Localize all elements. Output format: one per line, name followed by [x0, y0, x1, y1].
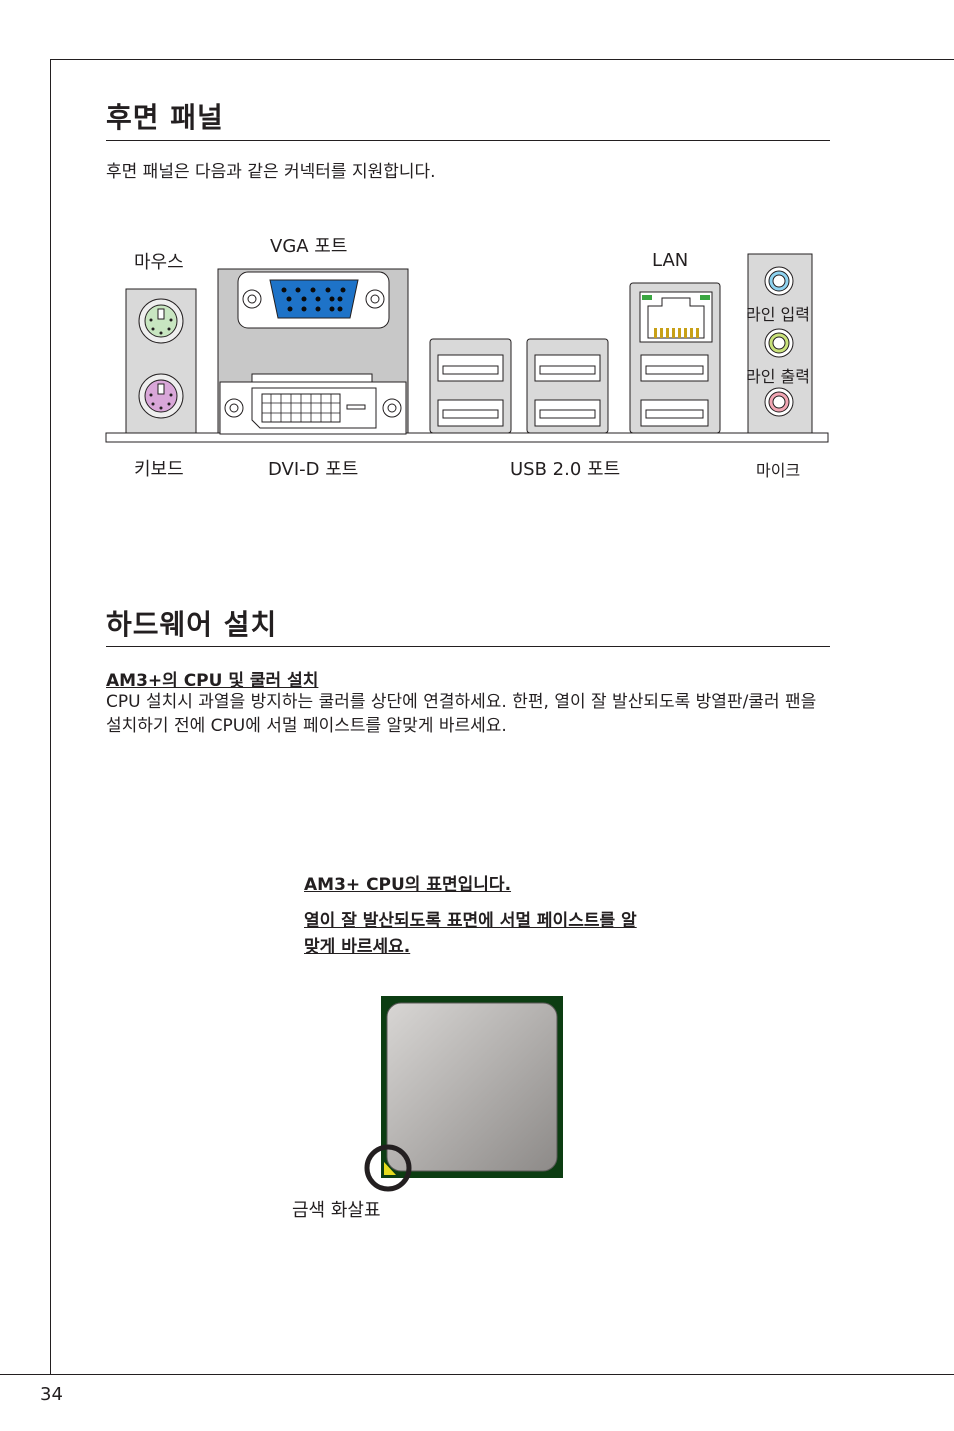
rear-panel-rule: [106, 140, 830, 141]
line-in-jack-icon: [764, 266, 794, 296]
hardware-rule: [106, 646, 830, 647]
dvi-port-icon: [219, 373, 407, 435]
usb-block-2: [526, 338, 609, 434]
label-keyboard: 키보드: [134, 459, 184, 480]
keyboard-port-icon: [138, 373, 184, 419]
mic-jack-icon: [764, 387, 794, 417]
hardware-title: 하드웨어 설치: [106, 608, 278, 641]
line-out-jack-icon: [764, 328, 794, 358]
label-vga: VGA 포트: [270, 236, 348, 257]
page-frame-bottom: [0, 1374, 954, 1375]
rear-panel-intro: 후면 패널은 다음과 같은 커넥터를 지원합니다.: [106, 162, 436, 182]
label-mic: 마이크: [756, 461, 801, 480]
label-dvi: DVI-D 포트: [268, 459, 359, 480]
cpu-subheading: AM3+의 CPU 및 쿨러 설치: [106, 671, 319, 691]
lan-port-icon: [639, 291, 713, 343]
label-lan: LAN: [652, 250, 689, 271]
audio-block: [747, 253, 813, 434]
ps2-block: [125, 288, 197, 434]
cpu-body: CPU 설치시 과열을 방지하는 쿨러를 상단에 연결하세요. 한편, 열이 잘…: [106, 692, 817, 736]
page-number: 34: [40, 1384, 63, 1405]
usb-block-1: [429, 338, 512, 434]
label-line-out: 라인 출력: [746, 367, 810, 386]
cpu-heatspreader: [386, 1002, 558, 1172]
label-mouse: 마우스: [134, 252, 184, 273]
cpu-caption-2: 열이 잘 발산되도록 표면에 서멀 페이스트를 알맞게 바르세요.: [304, 911, 637, 957]
label-line-in: 라인 입력: [746, 305, 810, 324]
video-block: [217, 268, 409, 435]
gold-arrow-highlight-circle: [364, 1144, 412, 1192]
mouse-port-icon: [138, 298, 184, 344]
vga-port-icon: [237, 271, 390, 329]
rear-panel-title: 후면 패널: [106, 101, 224, 134]
gold-arrow-icon: [384, 1162, 396, 1175]
page-frame-left: [50, 59, 51, 1375]
cpu-caption-1: AM3+ CPU의 표면입니다.: [304, 875, 512, 895]
page-frame-top: [50, 59, 954, 60]
lan-usb-block: [629, 282, 721, 434]
label-usb: USB 2.0 포트: [510, 459, 621, 480]
gold-arrow-label: 금색 화살표: [292, 1200, 381, 1221]
